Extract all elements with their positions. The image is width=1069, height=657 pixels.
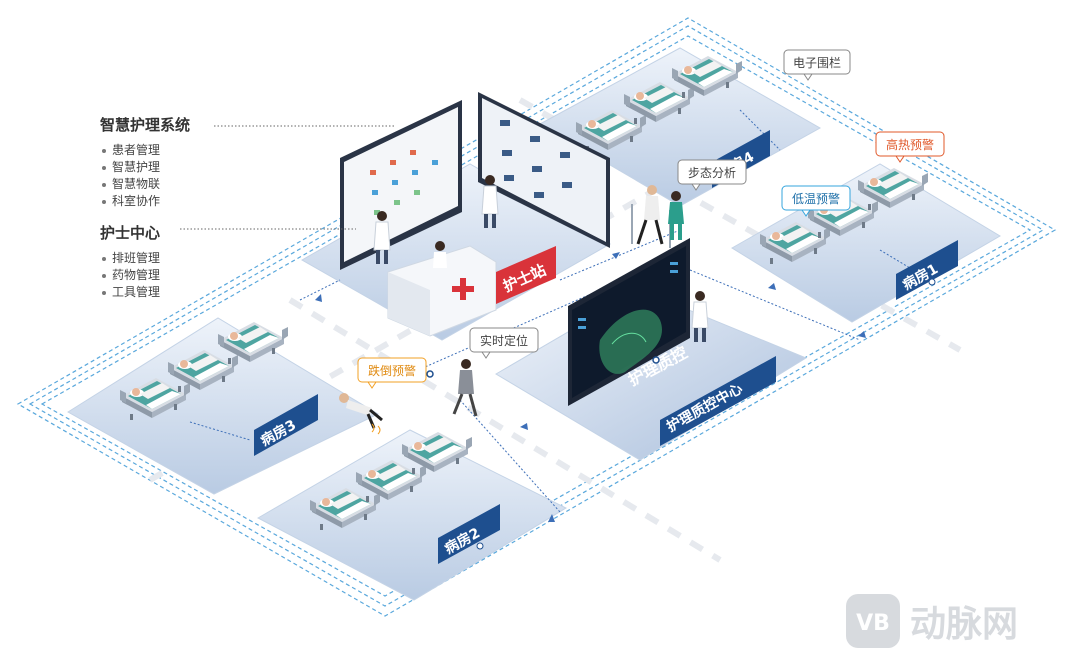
- list-item: 智慧护理: [100, 159, 290, 176]
- watermark: VB 动脉网: [846, 594, 1018, 648]
- nurse-station-sign: [496, 246, 556, 304]
- list-item: 排班管理: [100, 250, 290, 267]
- nurse-station-counter: [387, 245, 497, 337]
- watermark-logo: VB: [856, 611, 890, 636]
- section-nurse-center-title: 护士中心: [100, 223, 161, 242]
- low-temp-callout: 低温预警: [781, 185, 851, 217]
- fall-label: 跌倒预警: [368, 363, 416, 378]
- nurse-station-screen-left: [340, 100, 462, 270]
- fence-callout: 电子围栏: [783, 49, 851, 81]
- high-fever-label: 高热预警: [886, 137, 934, 152]
- high-fever-callout: 高热预警: [875, 131, 945, 163]
- low-temp-label: 低温预警: [792, 191, 840, 206]
- section-smart-nursing: 智慧护理系统: [100, 112, 290, 136]
- nurse-figure-station: [373, 211, 447, 268]
- doctor-figure: [481, 175, 499, 228]
- gait-analysis-figures: [631, 185, 684, 248]
- legend-panel: 智慧护理系统 患者管理 智慧护理 智慧物联 科室协作 护士中心 排班管理 药物管…: [100, 112, 290, 311]
- locator-dot: [652, 356, 660, 364]
- fence-label: 电子围栏: [793, 55, 841, 70]
- quality-center-screen: [568, 238, 690, 406]
- sidebar-leaders: [180, 125, 396, 230]
- walking-patient-figure: [452, 359, 478, 417]
- gait-label: 步态分析: [688, 166, 736, 180]
- locate-label: 实时定位: [480, 333, 528, 348]
- ward2-platform: [256, 429, 568, 601]
- ward3-tag: [254, 394, 318, 456]
- ward2-tag: [438, 504, 500, 564]
- list-item: 患者管理: [100, 142, 290, 159]
- staff-figure-quality: [691, 291, 709, 342]
- gait-callout: 步态分析: [677, 159, 747, 191]
- nurse-center-list: 排班管理 药物管理 工具管理: [100, 250, 290, 301]
- ward1-tag: [896, 240, 958, 300]
- route-arrowheads: [315, 252, 866, 522]
- section-smart-nursing-title: 智慧护理系统: [100, 115, 191, 134]
- watermark-text: 动脉网: [910, 604, 1018, 645]
- section-nurse-center: 护士中心: [100, 220, 290, 244]
- fallen-patient-figure: [339, 393, 383, 435]
- locate-callout: 实时定位: [469, 327, 539, 359]
- list-item: 工具管理: [100, 284, 290, 301]
- quality-center-tag: [660, 356, 776, 446]
- list-item: 科室协作: [100, 193, 290, 210]
- smart-nursing-list: 患者管理 智慧护理 智慧物联 科室协作: [100, 142, 290, 210]
- ward3-platform: [67, 317, 380, 495]
- nurse-station-screen-right: [478, 92, 610, 248]
- electronic-fence-outline: [16, 17, 1057, 617]
- list-item: 智慧物联: [100, 176, 290, 193]
- medical-cross-icon: [452, 278, 474, 300]
- list-item: 药物管理: [100, 267, 290, 284]
- fall-callout: 跌倒预警: [357, 357, 434, 389]
